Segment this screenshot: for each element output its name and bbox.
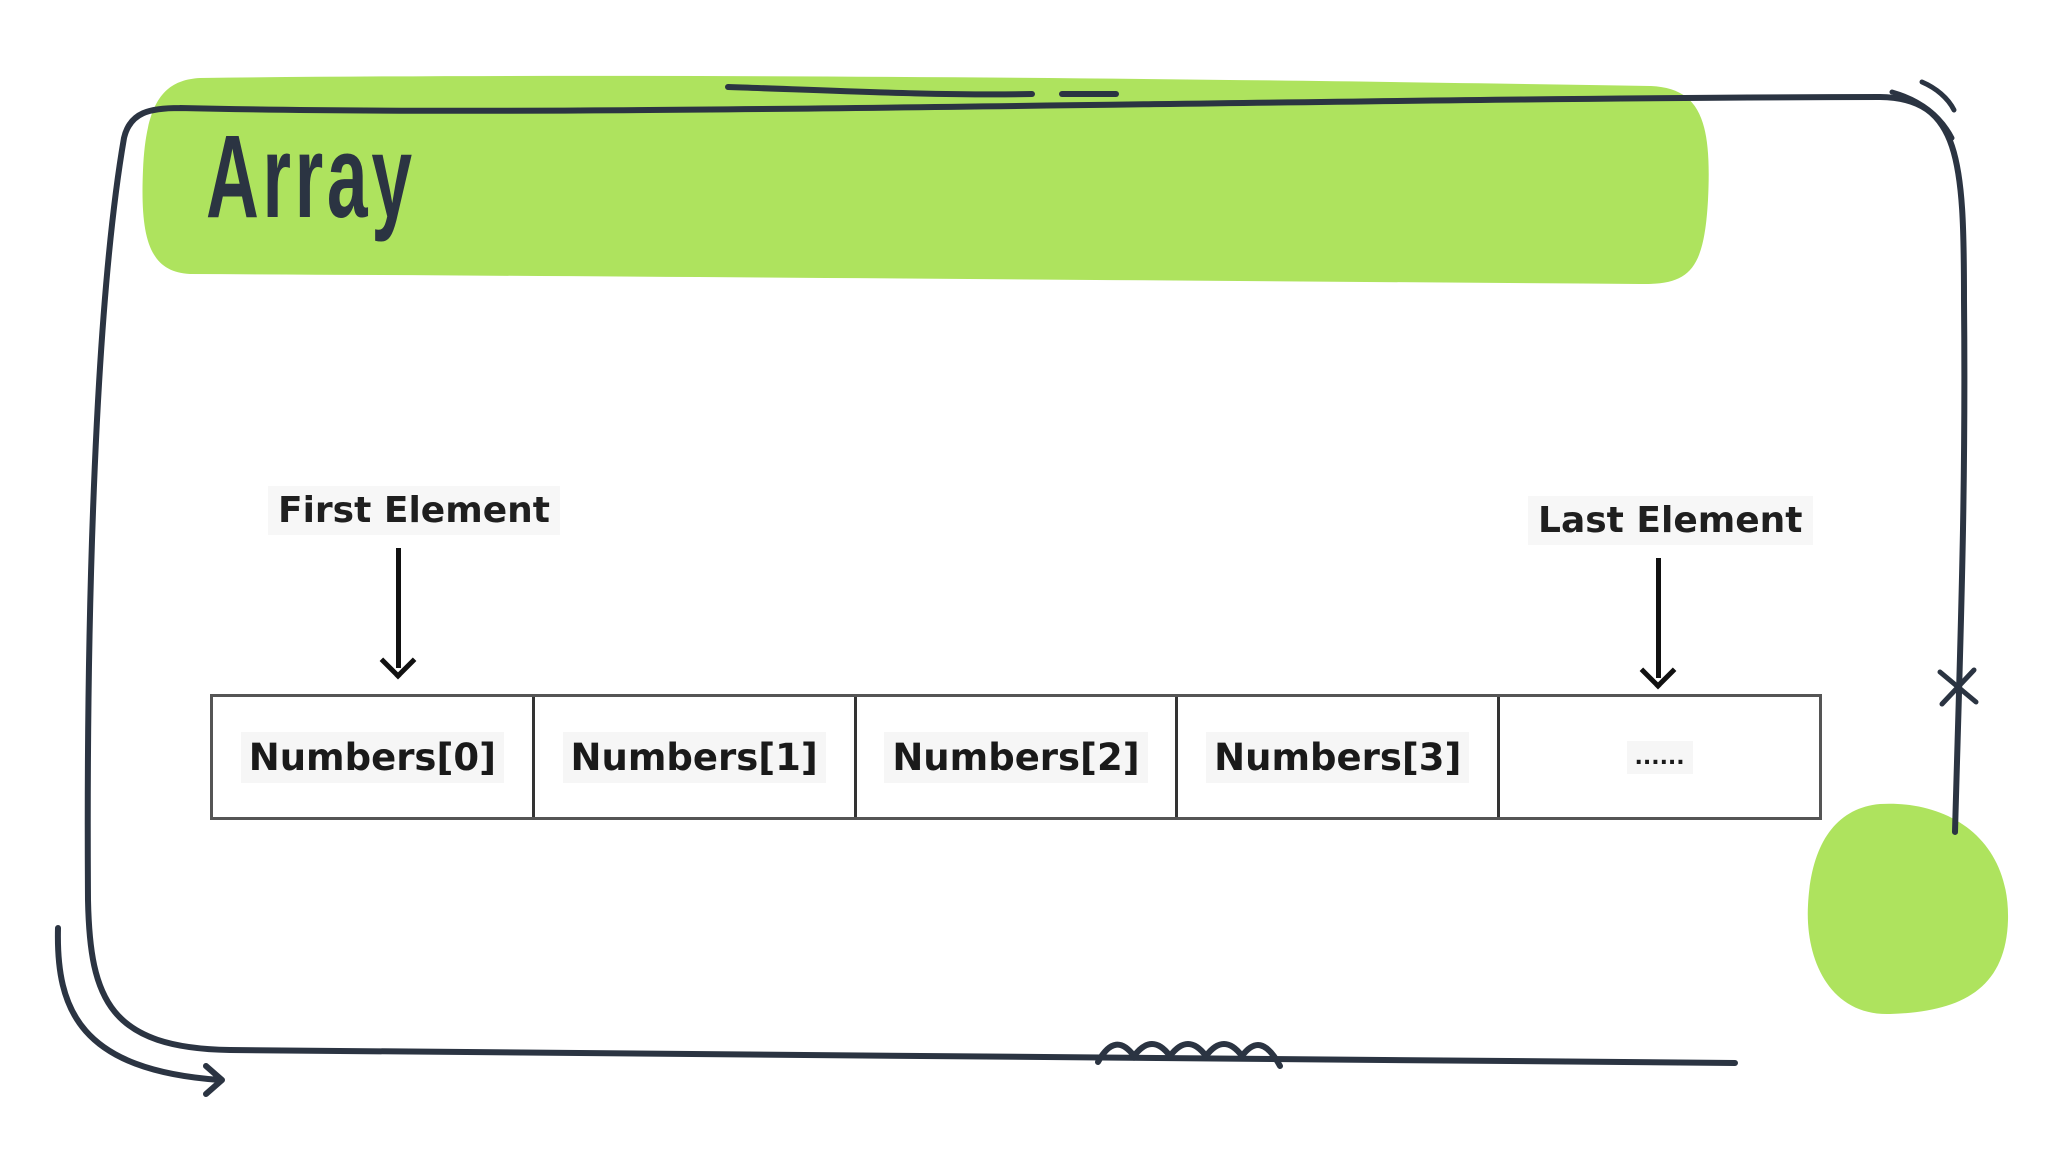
array-cell: Numbers[0] (213, 697, 535, 817)
array-cells: Numbers[0] Numbers[1] Numbers[2] Numbers… (210, 694, 1822, 820)
array-cell-label: Numbers[2] (884, 732, 1147, 783)
array-cell-label: Numbers[3] (1206, 732, 1469, 783)
array-cell: Numbers[2] (857, 697, 1179, 817)
last-element-arrow-icon (1643, 558, 1673, 684)
array-cell-label: ...... (1627, 741, 1693, 774)
curved-arrow (58, 928, 222, 1094)
array-cell: ...... (1500, 697, 1819, 817)
first-element-label: First Element (268, 486, 560, 535)
array-cell-label: Numbers[1] (563, 732, 826, 783)
last-element-label: Last Element (1528, 496, 1813, 545)
array-cell: Numbers[3] (1178, 697, 1500, 817)
first-element-arrow-icon (383, 548, 413, 674)
page-title: Array (206, 118, 416, 236)
array-cell: Numbers[1] (535, 697, 857, 817)
array-cell-label: Numbers[0] (241, 732, 504, 783)
green-blob (1808, 804, 2008, 1014)
